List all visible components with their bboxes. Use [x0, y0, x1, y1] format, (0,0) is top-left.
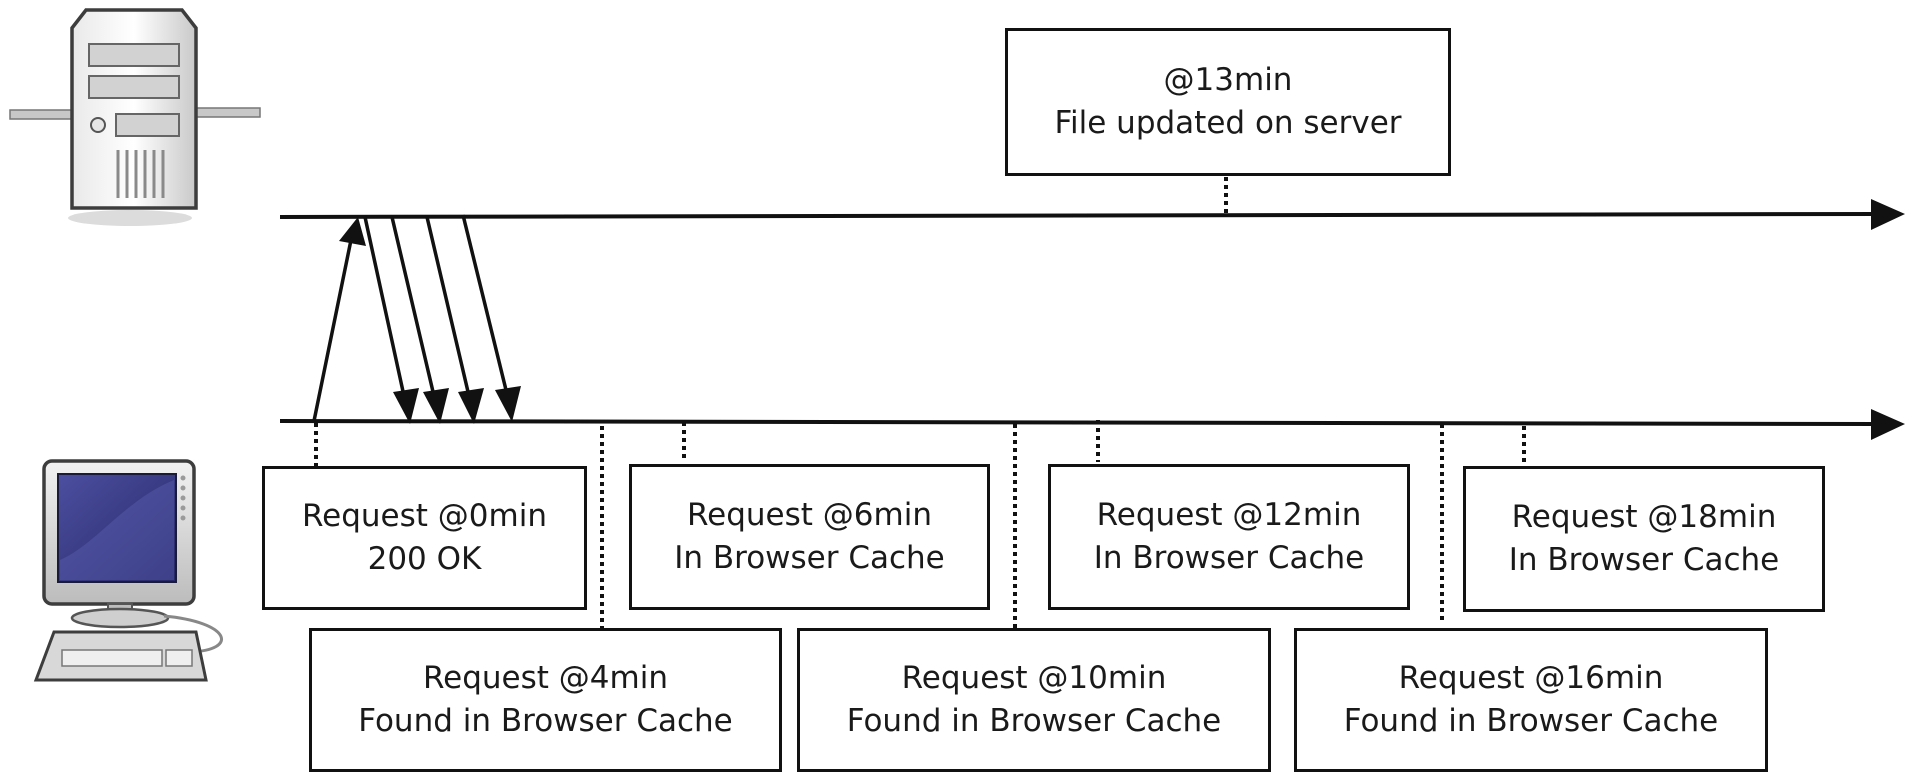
request-note-0min: Request @0min 200 OK — [262, 466, 587, 610]
request-note-10min: Request @10min Found in Browser Cache — [797, 628, 1271, 772]
server-timeline — [279, 199, 1905, 230]
note-line-status: In Browser Cache — [1508, 542, 1780, 578]
note-line-request: Request @10min — [901, 660, 1167, 696]
note-line-status: In Browser Cache — [1093, 540, 1365, 576]
note-line-time: @13min — [1163, 62, 1293, 98]
note-line-status: In Browser Cache — [674, 540, 945, 576]
note-line-request: Request @12min — [1096, 497, 1362, 533]
note-line-request: Request @0min — [302, 498, 547, 534]
request-note-6min: Request @6min In Browser Cache — [629, 464, 990, 610]
note-line-status: File updated on server — [1054, 105, 1402, 141]
response-arrows — [363, 214, 521, 424]
note-line-request: Request @18min — [1511, 499, 1777, 535]
note-line-status: 200 OK — [367, 541, 482, 577]
note-line-request: Request @6min — [687, 497, 932, 533]
request-arrow — [312, 217, 366, 422]
request-note-16min: Request @16min Found in Browser Cache — [1294, 628, 1768, 772]
note-line-request: Request @16min — [1398, 660, 1664, 696]
note-line-status: Found in Browser Cache — [1343, 703, 1719, 739]
note-line-status: Found in Browser Cache — [846, 703, 1222, 739]
note-line-request: Request @4min — [423, 660, 668, 696]
note-line-status: Found in Browser Cache — [358, 703, 733, 739]
server-update-note: @13min File updated on server — [1005, 28, 1451, 176]
desktop-computer-icon — [33, 459, 223, 682]
request-note-12min: Request @12min In Browser Cache — [1048, 464, 1410, 610]
request-note-4min: Request @4min Found in Browser Cache — [309, 628, 782, 772]
dotted-connectors — [314, 177, 1526, 628]
server-tower-icon — [9, 8, 261, 226]
request-note-18min: Request @18min In Browser Cache — [1463, 466, 1825, 612]
client-timeline — [279, 409, 1905, 440]
